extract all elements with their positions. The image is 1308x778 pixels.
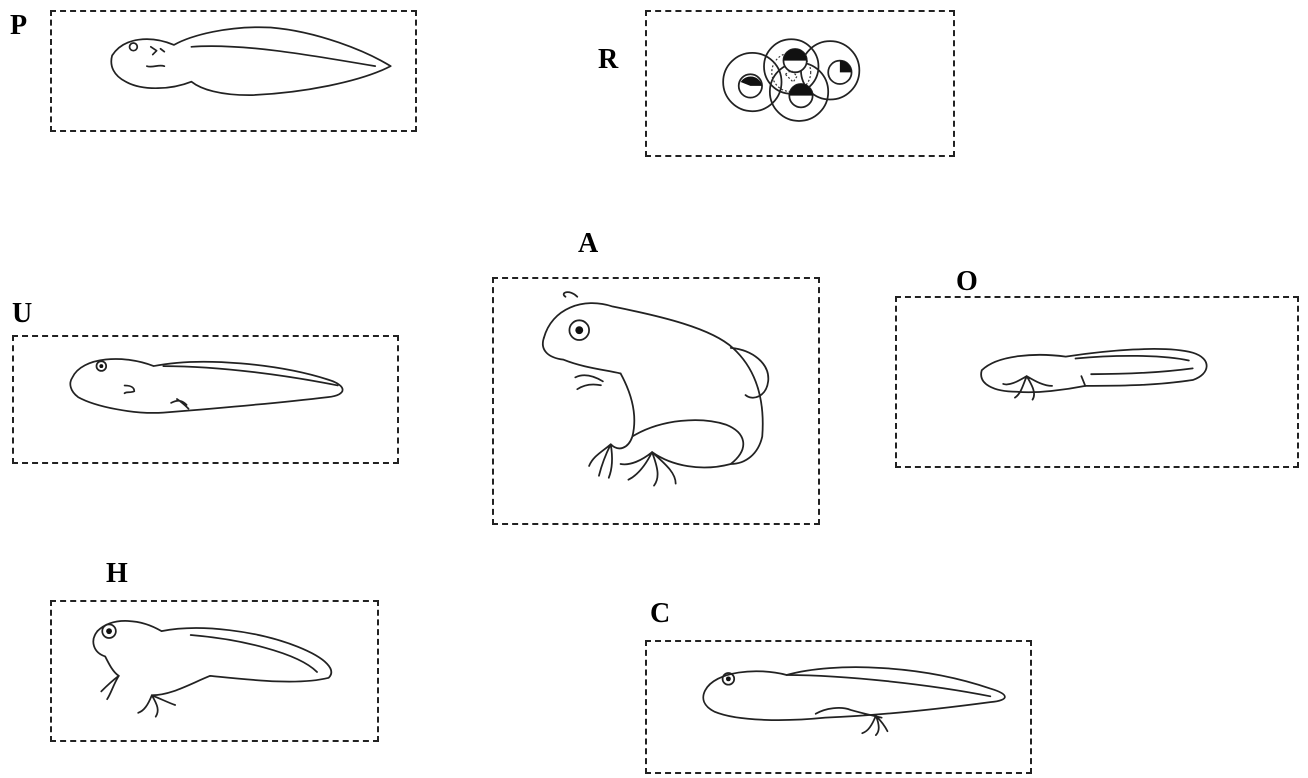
stage-panel-o	[895, 296, 1299, 468]
frog-eggs-icon	[647, 12, 953, 155]
adult-frog-icon	[494, 279, 818, 523]
stage-label-h: H	[106, 560, 128, 588]
tadpole-legs-icon	[647, 642, 1030, 772]
stage-label-p: P	[10, 12, 27, 40]
tadpole-four-legs-icon	[897, 298, 1297, 466]
stage-label-u: U	[12, 300, 32, 328]
stage-panel-p	[50, 10, 417, 132]
stage-panel-h	[50, 600, 379, 742]
stage-panel-c	[645, 640, 1032, 774]
stage-label-a: A	[578, 230, 598, 258]
stage-panel-r	[645, 10, 955, 157]
stage-panel-u	[12, 335, 399, 464]
froglet-with-tail-icon	[52, 602, 377, 740]
stage-label-o: O	[956, 268, 978, 296]
stage-label-r: R	[598, 46, 618, 74]
stage-panel-a	[492, 277, 820, 525]
tadpole-back-legs-icon	[14, 337, 397, 462]
tadpole-early-icon	[52, 12, 415, 130]
stage-label-c: C	[650, 600, 670, 628]
